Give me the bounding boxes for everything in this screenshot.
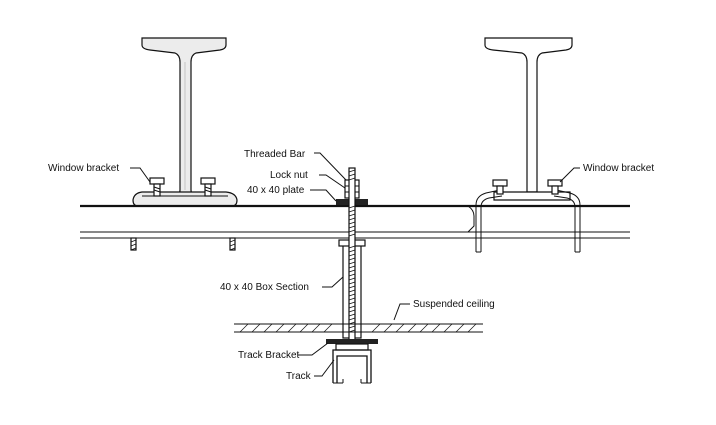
left-i-beam: [141, 37, 227, 201]
leader-lines: [130, 152, 580, 377]
right-i-beam: [484, 37, 573, 201]
label-threaded-bar: Threaded Bar: [244, 149, 306, 160]
label-box-section: 40 x 40 Box Section: [220, 282, 309, 293]
left-bracket-bolt-2: [200, 177, 216, 197]
threaded-bar: [348, 167, 356, 345]
label-plate: 40 x 40 plate: [247, 185, 305, 196]
right-bracket-bolt-2: [547, 179, 563, 195]
track-bracket: [326, 339, 378, 351]
label-window-bracket-left: Window bracket: [48, 163, 119, 174]
left-rail-stub-2: [229, 237, 236, 251]
label-track: Track: [286, 371, 312, 382]
suspended-ceiling: [234, 323, 483, 333]
threaded-bar-assembly: [336, 167, 368, 345]
label-track-bracket: Track Bracket: [238, 350, 300, 361]
left-bracket-bolt-1: [149, 177, 165, 197]
left-rail-stub-1: [130, 237, 137, 251]
track: [332, 349, 372, 384]
left-window-bracket: [132, 177, 238, 207]
label-window-bracket-right: Window bracket: [583, 163, 654, 174]
label-lock-nut: Lock nut: [270, 170, 308, 181]
right-bracket-bolt-1: [492, 179, 508, 195]
label-suspended-ceiling: Suspended ceiling: [413, 299, 495, 310]
